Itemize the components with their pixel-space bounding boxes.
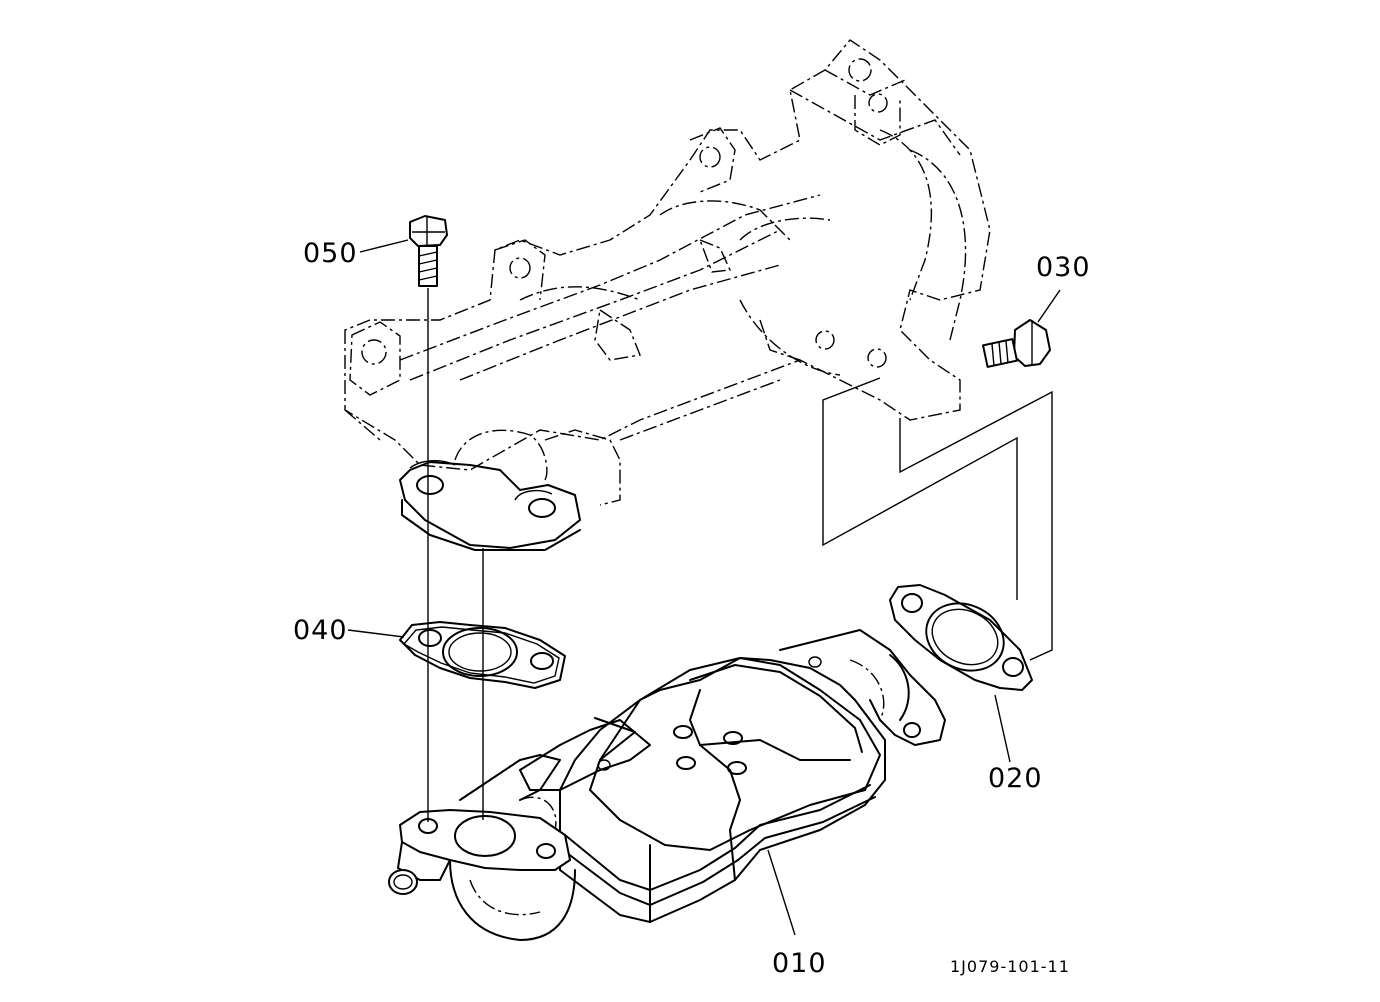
manifold-lower-flange bbox=[399, 460, 581, 551]
leader-lines bbox=[347, 239, 1061, 936]
manifold-phantom bbox=[344, 39, 991, 506]
bolt-050 bbox=[409, 215, 448, 287]
callout-040: 040 bbox=[293, 615, 348, 646]
callout-010: 010 bbox=[772, 948, 827, 979]
callout-030: 030 bbox=[1036, 252, 1091, 283]
drawing-code: 1J079-101-11 bbox=[950, 957, 1070, 976]
assembly-lines bbox=[427, 288, 1053, 822]
egr-cooler-010 bbox=[388, 629, 946, 941]
callout-020: 020 bbox=[988, 763, 1043, 794]
gasket-020 bbox=[889, 584, 1033, 691]
callout-050: 050 bbox=[303, 238, 358, 269]
gasket-040 bbox=[399, 621, 566, 689]
bolt-030 bbox=[982, 319, 1051, 368]
